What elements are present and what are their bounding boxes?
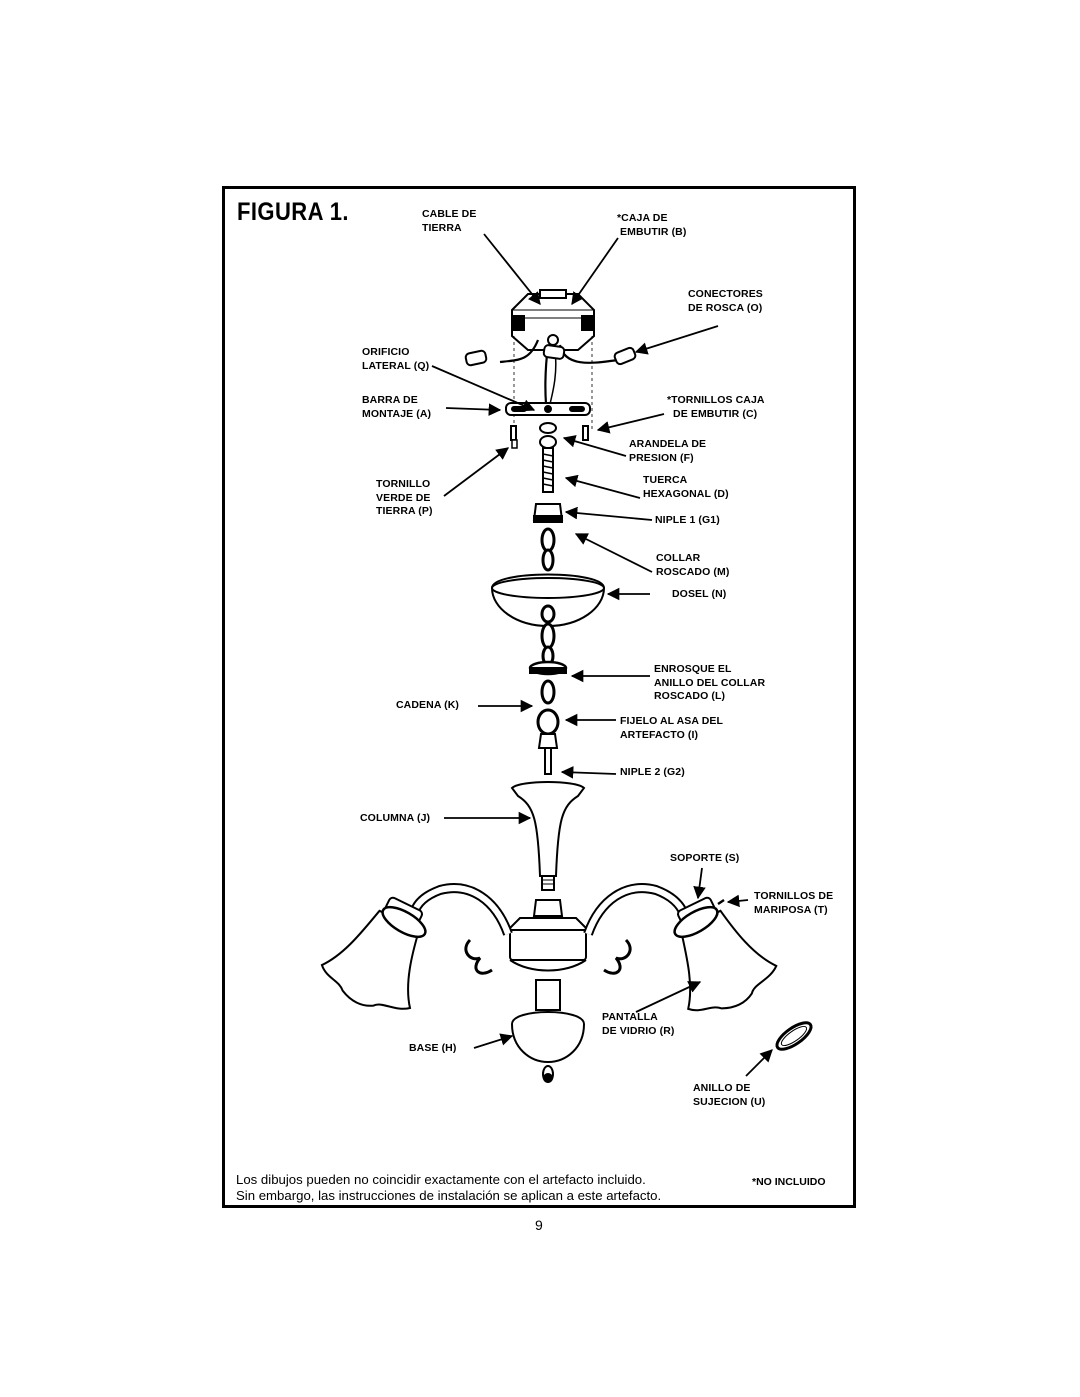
figure-title: FIGURA 1. bbox=[237, 198, 349, 226]
mounting-bar bbox=[505, 402, 591, 416]
label-barra-de-montaje: BARRA DE MONTAJE (A) bbox=[362, 394, 432, 420]
label-niple-2: NIPLE 2 (G2) bbox=[620, 766, 685, 778]
label-base: BASE (H) bbox=[409, 1042, 457, 1054]
label-tuerca-hexagonal: TUERCA HEXAGONAL (D) bbox=[643, 474, 729, 500]
disclaimer-note: Los dibujos pueden no coincidir exactame… bbox=[236, 1172, 662, 1203]
left-glass-shade bbox=[320, 896, 424, 1010]
label-tornillos-caja: *TORNILLOS CAJA DE EMBUTIR (C) bbox=[667, 394, 765, 420]
column bbox=[510, 781, 586, 891]
label-orificio-lateral: ORIFICIO LATERAL (Q) bbox=[362, 346, 430, 372]
label-dosel: DOSEL (N) bbox=[672, 588, 727, 600]
page-number: 9 bbox=[535, 1217, 543, 1233]
leader-arrows bbox=[431, 233, 773, 1077]
label-arandela-de-presion: ARANDELA DE PRESION (F) bbox=[629, 438, 707, 464]
wire-connectors bbox=[464, 344, 637, 367]
label-tornillos-de-mariposa: TORNILLOS DE MARIPOSA (T) bbox=[754, 890, 834, 916]
figure-frame bbox=[222, 186, 856, 1208]
fixture-body bbox=[505, 899, 591, 1083]
label-columna: COLUMNA (J) bbox=[360, 812, 431, 824]
label-conectores-de-rosca: CONECTORES DE ROSCA (O) bbox=[688, 288, 763, 314]
label-pantalla-de-vidrio: PANTALLA DE VIDRIO (R) bbox=[602, 1011, 675, 1037]
label-tornillo-verde-de-tierra: TORNILLO VERDE DE TIERRA (P) bbox=[376, 478, 433, 517]
junction-box bbox=[511, 289, 595, 351]
label-niple-1: NIPLE 1 (G1) bbox=[655, 514, 720, 526]
label-collar-roscado: COLLAR ROSCADO (M) bbox=[656, 552, 730, 578]
label-fijelo-al-asa: FIJELO AL ASA DEL ARTEFACTO (I) bbox=[620, 715, 724, 741]
label-cadena: CADENA (K) bbox=[396, 699, 460, 711]
label-caja-de-embutir: *CAJA DE EMBUTIR (B) bbox=[617, 212, 687, 238]
label-cable-de-tierra: CABLE DE TIERRA bbox=[422, 208, 477, 234]
no-incluido-note: *NO INCLUIDO bbox=[752, 1176, 826, 1188]
label-soporte: SOPORTE (S) bbox=[670, 852, 740, 864]
label-enrosque-el-anillo: ENROSQUE EL ANILLO DEL COLLAR ROSCADO (L… bbox=[654, 663, 766, 702]
canopy bbox=[490, 573, 606, 628]
label-anillo-de-sujecion: ANILLO DE SUJECION (U) bbox=[693, 1082, 766, 1108]
